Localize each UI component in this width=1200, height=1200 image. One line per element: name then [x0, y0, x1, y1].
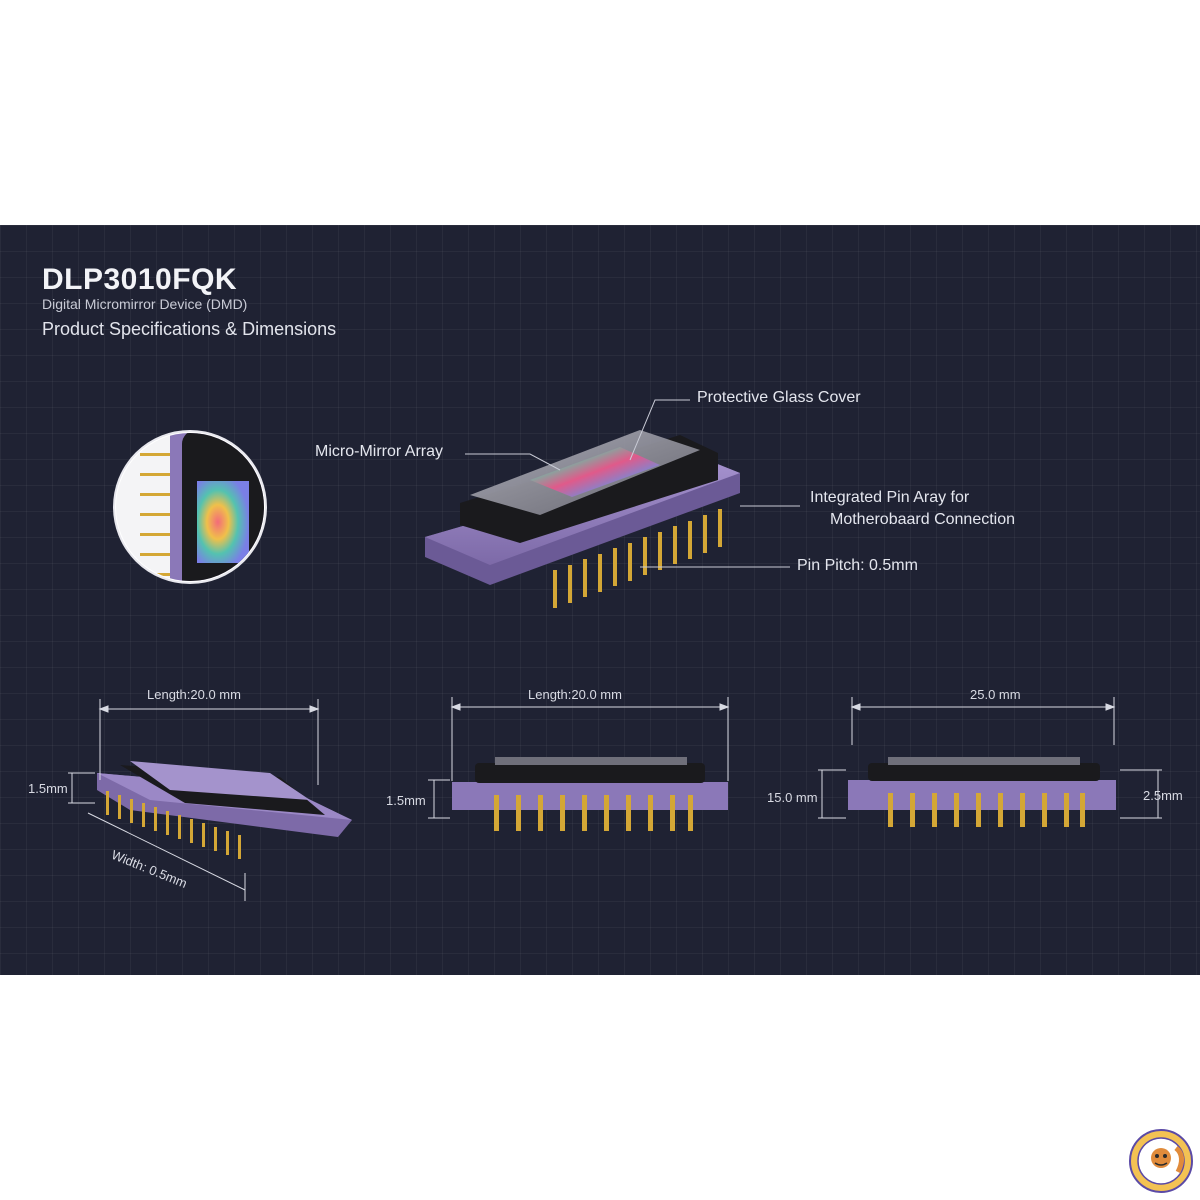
- product-panel: DLP3010FQK Digital Micromirror Device (D…: [0, 225, 1200, 975]
- callout-pin-pitch: Pin Pitch: 0.5mm: [797, 557, 918, 574]
- view1-height-label: 1.5mm: [28, 781, 68, 796]
- view2-length-label: Length:20.0 mm: [528, 687, 622, 702]
- brand-logo: [1129, 1129, 1193, 1193]
- callout-protective-glass: Protective Glass Cover: [697, 389, 861, 406]
- view1-length-label: Length:20.0 mm: [147, 687, 241, 702]
- mirror-array: [530, 447, 660, 497]
- page-subtitle: Digital Micromirror Device (DMD): [42, 296, 248, 312]
- callout-pin-array-line2: Motherobaard Connection: [830, 511, 1016, 528]
- callout-micro-mirror: Micro-Mirror Array: [315, 443, 443, 460]
- view3-height-right-label: 2.5mm: [1143, 788, 1183, 803]
- view2-chip: [452, 757, 728, 831]
- main-chip-pins: [553, 509, 722, 608]
- dimension-lines: [68, 697, 1162, 901]
- callout-lines: [465, 399, 800, 568]
- page-title: DLP3010FQK: [42, 263, 238, 296]
- view3-height-left-label: 15.0 mm: [767, 790, 818, 805]
- callout-pin-array-line1: Integrated Pin Aray for: [810, 489, 970, 506]
- mirror-array-closeup: [197, 481, 249, 563]
- section-heading: Product Specifications & Dimensions: [42, 319, 337, 339]
- view3-chip: [848, 757, 1116, 827]
- zoom-inset: [113, 430, 267, 584]
- diagram-graphics: [68, 399, 1162, 901]
- view2-height-label: 1.5mm: [386, 793, 426, 808]
- view1-chip: [97, 761, 352, 859]
- view3-length-label: 25.0 mm: [970, 687, 1021, 702]
- main-chip: [425, 430, 740, 608]
